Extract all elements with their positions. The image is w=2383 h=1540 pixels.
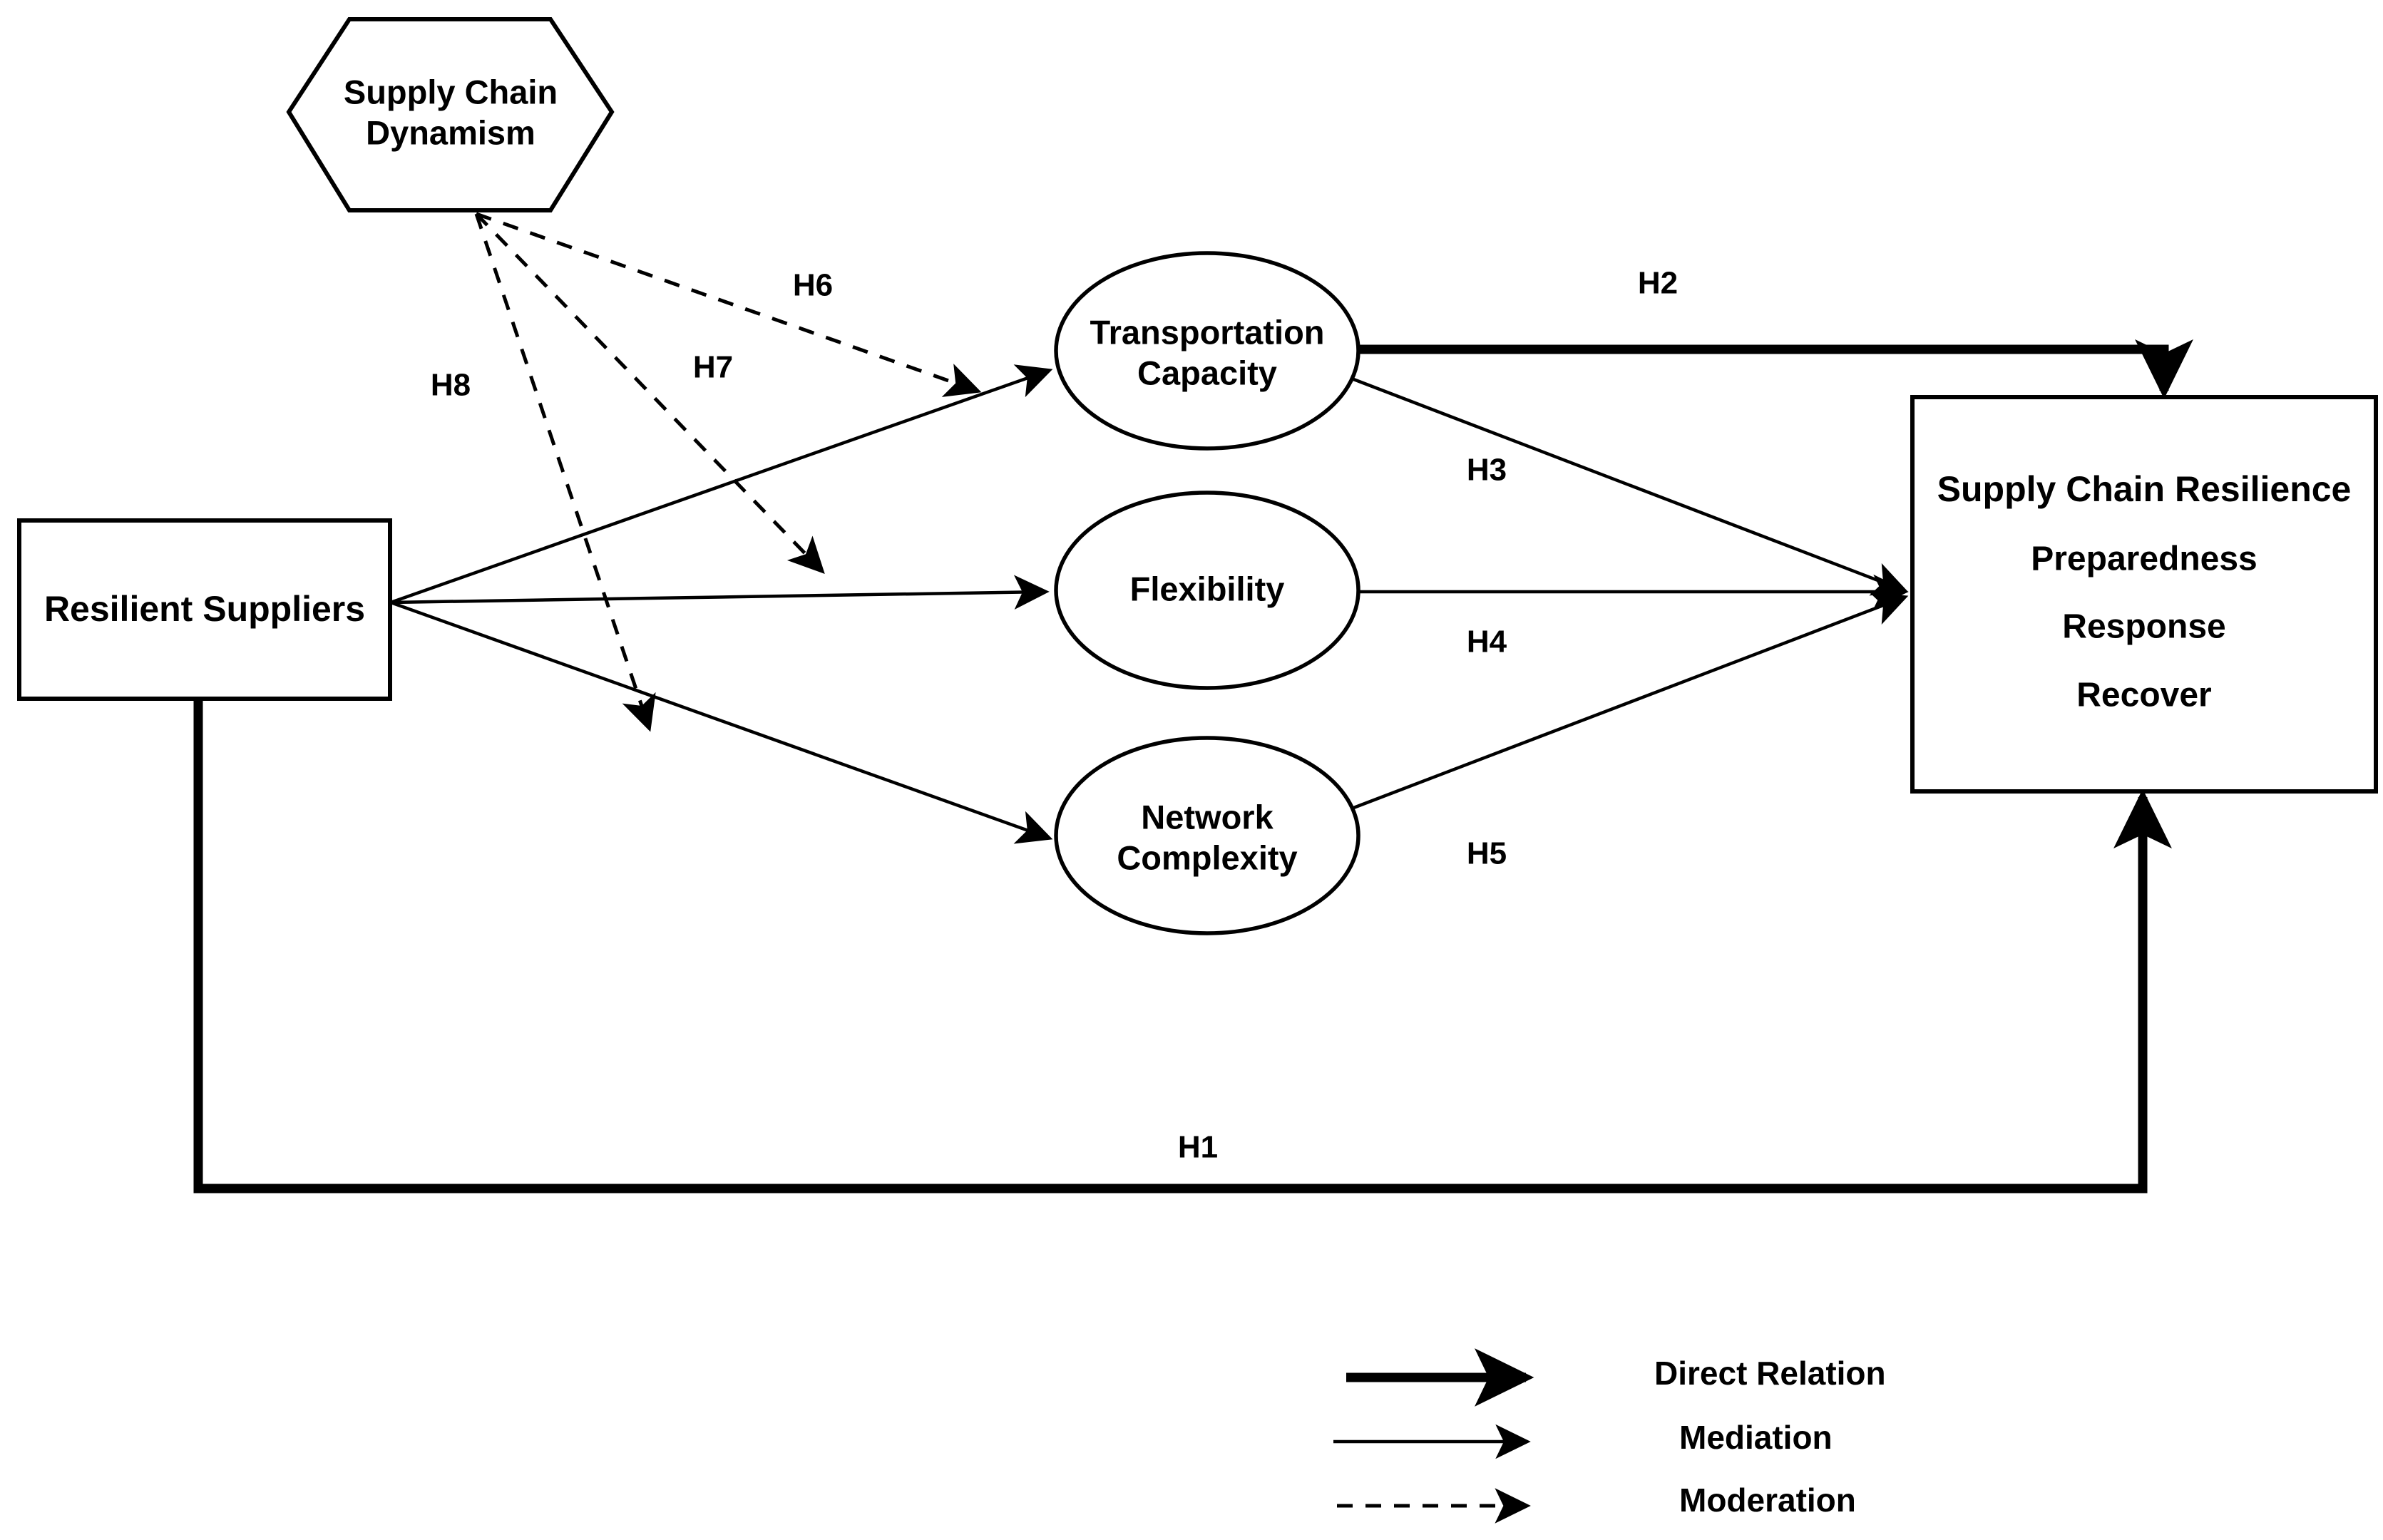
hypothesis-label-h7: H7 [693,350,733,385]
edge-h1-suppliers-to-resilience [193,699,2172,1194]
edge-suppliers-to-network-complexity [390,600,1053,844]
supply-chain-resilience-label: Supply Chain Resilience [1937,469,2352,509]
hypothesis-label-h3: H3 [1467,453,1507,488]
hypothesis-label-h4: H4 [1467,625,1507,659]
legend-label-direct-relation: Direct Relation [1654,1355,1886,1392]
legend: Direct Relation Mediation Moderation [1333,1348,1886,1524]
supply-chain-resilience-shape [1910,395,2378,794]
flexibility-label-line1: Flexibility [1130,570,1285,607]
supply-chain-resilience-dimension-preparedness: Preparedness [2031,540,2258,578]
transportation-capacity-label-line2: Capacity [1137,354,1277,391]
network-complexity-shape [1054,736,1360,935]
supply-chain-resilience-dimension-response: Response [2062,608,2225,646]
edge-h3-transportation-to-resilience [1340,372,1909,596]
hypothesis-label-h8: H8 [431,368,471,403]
legend-label-mediation: Mediation [1679,1419,1833,1456]
node-network-complexity[interactable]: Network Complexity [1054,736,1360,935]
node-flexibility[interactable]: Flexibility [1054,491,1360,690]
network-complexity-label-line1: Network [1141,798,1274,836]
node-resilient-suppliers[interactable]: Resilient Suppliers [17,518,392,701]
edge-h2-transportation-to-resilience [1339,339,2193,399]
legend-item-moderation: Moderation [1337,1482,1856,1524]
flexibility-shape [1054,491,1360,690]
supply-chain-dynamism-label-line1: Supply Chain [344,73,558,111]
legend-item-mediation: Mediation [1333,1419,1833,1459]
legend-label-moderation: Moderation [1679,1482,1856,1519]
network-complexity-label-line2: Complexity [1117,838,1297,876]
resilient-suppliers-shape [17,518,392,701]
hypothesis-label-h6: H6 [793,268,833,303]
transportation-capacity-label-line1: Transportation [1090,313,1324,351]
transportation-capacity-shape [1054,251,1360,451]
node-transportation-capacity[interactable]: Transportation Capacity [1054,251,1360,451]
edge-h8-moderation-network-complexity [474,213,656,732]
edge-h5-network-complexity-to-resilience [1340,592,1909,815]
hexagon-shape [286,17,615,212]
edge-suppliers-to-flexibility [390,575,1050,610]
legend-item-direct-relation: Direct Relation [1346,1348,1886,1407]
edge-h7-moderation-flexibility [475,212,825,574]
supply-chain-dynamism-label-line2: Dynamism [366,113,535,151]
hypothesis-label-h1: H1 [1178,1130,1218,1165]
node-supply-chain-dynamism[interactable]: Supply Chain Dynamism [286,17,615,212]
edge-suppliers-to-transportation [390,364,1053,605]
edge-h6-moderation-transportation [476,212,982,397]
hypothesis-label-h5: H5 [1467,836,1507,871]
resilient-suppliers-label: Resilient Suppliers [44,589,365,629]
node-supply-chain-resilience[interactable]: Supply Chain Resilience Preparedness Res… [1910,395,2378,794]
supply-chain-resilience-dimension-recover: Recover [2076,677,2211,714]
hypothesis-label-h2: H2 [1638,266,1678,301]
